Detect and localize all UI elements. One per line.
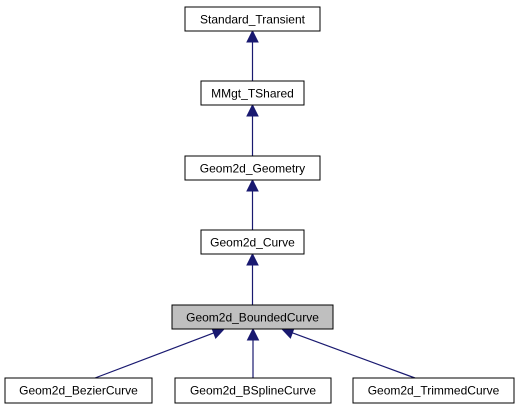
node-label: Standard_Transient (200, 13, 306, 27)
edges-layer (94, 29, 416, 379)
node-box (200, 229, 305, 255)
arrowhead-icon (246, 103, 259, 117)
node-label: Geom2d_BoundedCurve (186, 311, 319, 325)
node-box (184, 155, 321, 181)
arrowhead-icon (246, 252, 259, 266)
node-label: Geom2d_Curve (210, 236, 295, 250)
inheritance-edge-geom2d-curve-to-geom2d-geometry (246, 178, 259, 230)
node-box (352, 377, 515, 404)
inheritance-edge-geom2d-bsplinecurve-to-geom2d-boundedcurve (246, 327, 260, 378)
node-box (171, 304, 334, 330)
node-geom2d-geometry[interactable]: Geom2d_Geometry (184, 155, 321, 181)
inheritance-edge-geom2d-geometry-to-mmgt-tshared (246, 103, 259, 156)
inheritance-edge-geom2d-beziercurve-to-geom2d-boundedcurve (94, 327, 226, 379)
inheritance-edge-geom2d-boundedcurve-to-geom2d-curve (246, 252, 259, 305)
node-mmgt-tshared[interactable]: MMgt_TShared (200, 80, 305, 106)
node-label: MMgt_TShared (211, 87, 294, 101)
node-box (184, 6, 321, 32)
node-geom2d-bsplinecurve[interactable]: Geom2d_BSplineCurve (174, 377, 332, 404)
node-label: Geom2d_BezierCurve (19, 384, 138, 398)
node-standard-transient[interactable]: Standard_Transient (184, 6, 321, 32)
node-box (4, 377, 153, 404)
node-label: Geom2d_TrimmedCurve (368, 384, 500, 398)
node-geom2d-boundedcurve[interactable]: Geom2d_BoundedCurve (171, 304, 334, 330)
node-geom2d-trimmedcurve[interactable]: Geom2d_TrimmedCurve (352, 377, 515, 404)
node-box (200, 80, 305, 106)
inheritance-edge-mmgt-tshared-to-standard-transient (246, 29, 259, 81)
node-label: Geom2d_BSplineCurve (190, 384, 316, 398)
inheritance-edge-geom2d-trimmedcurve-to-geom2d-boundedcurve (280, 327, 416, 379)
node-label: Geom2d_Geometry (200, 162, 305, 176)
node-geom2d-beziercurve[interactable]: Geom2d_BezierCurve (4, 377, 153, 404)
node-geom2d-curve[interactable]: Geom2d_Curve (200, 229, 305, 255)
node-box (174, 377, 332, 404)
edge-line (94, 332, 214, 379)
edge-line (292, 332, 416, 379)
arrowhead-icon (246, 178, 259, 192)
arrowhead-icon (246, 327, 260, 341)
arrowhead-icon (246, 29, 259, 43)
